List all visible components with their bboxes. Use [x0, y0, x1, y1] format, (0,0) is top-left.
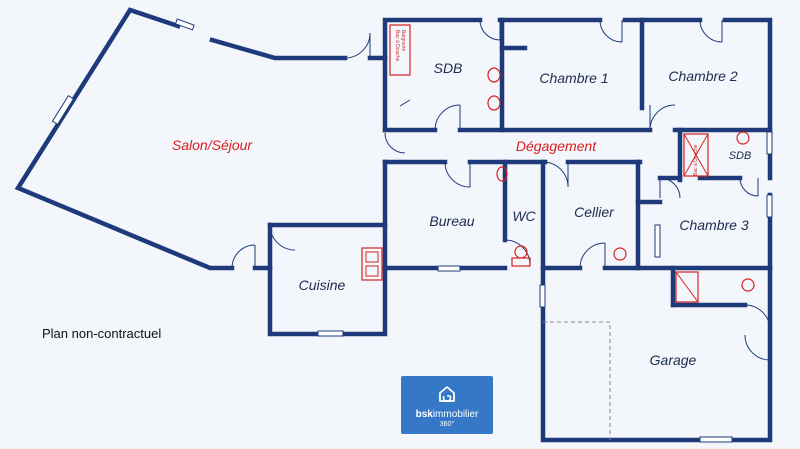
cellier-appliance	[613, 247, 627, 261]
logo-sub: 360°	[439, 421, 455, 428]
room-bureau: Bureau	[429, 213, 475, 229]
garage-sink	[741, 278, 755, 292]
room-sdb-2: SDB	[728, 150, 752, 162]
bathtub-label: Baignoire	[400, 30, 406, 51]
shower-sdb2-label: Bac à Douche	[693, 144, 699, 176]
room-cuisine: Cuisine	[298, 277, 346, 293]
room-chambre-1: Chambre 1	[539, 70, 609, 86]
garage-parking-zone	[543, 321, 611, 440]
logo-brand: bskimmobilier	[415, 409, 479, 420]
windows	[51, 18, 773, 443]
kitchen-sink	[361, 247, 383, 281]
wc-toilet	[496, 166, 508, 182]
bsk-logo: bskimmobilier 360°	[401, 376, 493, 434]
disclaimer-text: Plan non-contractuel	[42, 326, 162, 341]
room-chambre-2: Chambre 2	[668, 68, 738, 84]
room-garage: Garage	[649, 352, 697, 368]
wc-cistern	[511, 257, 531, 267]
door-swings	[231, 19, 771, 361]
room-cellier: Cellier	[574, 204, 614, 220]
bathtub-sdb1	[389, 24, 411, 76]
room-chambre-3: Chambre 3	[679, 217, 749, 233]
wc-bowl	[514, 245, 528, 259]
house-logo-icon	[439, 386, 455, 403]
room-sdb-1: SDB	[433, 60, 463, 76]
sink-1	[487, 67, 501, 83]
garage-utility	[675, 271, 699, 303]
room-salon-sejour: Salon/Séjour	[171, 137, 253, 153]
sink-sdb2	[736, 131, 750, 145]
sink-2	[487, 95, 501, 111]
fixtures: Baignoire Bac à Douche Bac à Douche	[361, 24, 755, 303]
shower-sdb2	[683, 133, 709, 177]
bathtub-label-2: Bac à Douche	[394, 30, 400, 62]
room-degagement: Dégagement	[515, 138, 597, 154]
room-wc: WC	[512, 208, 536, 224]
